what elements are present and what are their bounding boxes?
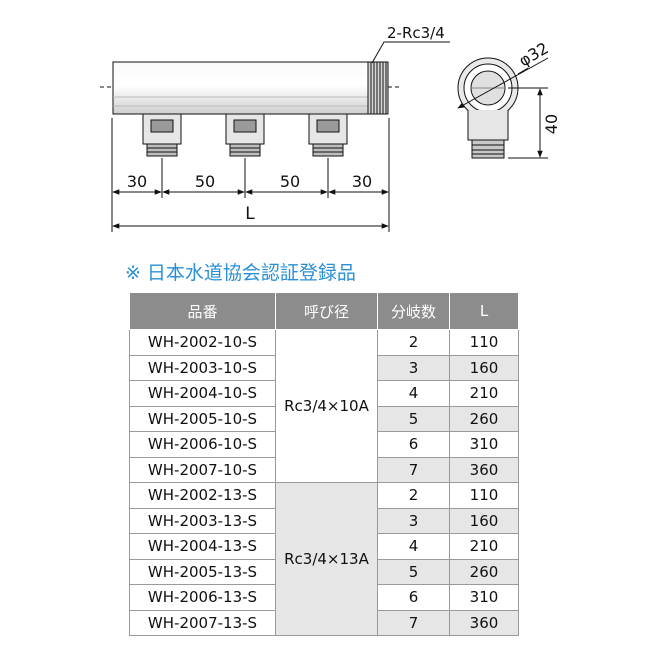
branch-count: 4 xyxy=(377,533,450,560)
length-value: 210 xyxy=(449,533,519,560)
part-number: WH-2003-10-S xyxy=(129,354,276,381)
table-row: WH-2006-13-S 6 310 xyxy=(129,584,519,611)
length-value: 110 xyxy=(449,482,519,509)
length-value: 160 xyxy=(449,354,519,381)
dim-label-1: 30 xyxy=(127,172,147,191)
part-number: WH-2006-13-S xyxy=(129,584,276,611)
table-row: WH-2004-10-S 4 210 xyxy=(129,380,519,407)
table-header-row: 品番 呼び径 分岐数 L xyxy=(129,292,519,330)
part-number: WH-2007-13-S xyxy=(129,609,276,636)
part-number: WH-2004-13-S xyxy=(129,533,276,560)
length-value: 360 xyxy=(449,609,519,636)
part-number: WH-2004-10-S xyxy=(129,380,276,407)
length-value: 310 xyxy=(449,431,519,458)
table-row: WH-2005-10-S 5 260 xyxy=(129,405,519,432)
nominal-size: Rc3/4×10A xyxy=(275,329,378,483)
header-pipe xyxy=(112,61,389,115)
branch-count: 2 xyxy=(377,329,450,356)
branch-count: 7 xyxy=(377,609,450,636)
part-number: WH-2003-13-S xyxy=(129,507,276,534)
header-branch-count: 分岐数 xyxy=(377,292,450,330)
table-row: WH-2006-10-S 6 310 xyxy=(129,431,519,458)
branch-count: 5 xyxy=(377,558,450,585)
length-value: 310 xyxy=(449,584,519,611)
table-row: WH-2003-13-S 3 160 xyxy=(129,507,519,534)
header-length: L xyxy=(449,292,519,330)
part-number: WH-2007-10-S xyxy=(129,456,276,483)
part-number: WH-2002-10-S xyxy=(129,329,276,356)
branch-count: 5 xyxy=(377,405,450,432)
branch-count: 6 xyxy=(377,431,450,458)
length-value: 260 xyxy=(449,558,519,585)
table-row: WH-2005-13-S 5 260 xyxy=(129,558,519,585)
dim-label-4: 30 xyxy=(352,172,372,191)
height-label: 40 xyxy=(542,114,561,134)
length-value: 210 xyxy=(449,380,519,407)
technical-drawing: 30 50 50 30 L 2-Rc3/4 φ32 40 xyxy=(100,24,561,232)
header-nominal-size: 呼び径 xyxy=(275,292,378,330)
note-mark: ※ xyxy=(125,262,141,284)
branch-count: 3 xyxy=(377,354,450,381)
header-part-number: 品番 xyxy=(129,292,276,330)
length-label: L xyxy=(245,204,255,224)
branch-count: 3 xyxy=(377,507,450,534)
certification-note: ※日本水道協会認証登録品 xyxy=(125,258,356,285)
length-value: 160 xyxy=(449,507,519,534)
dim-label-3: 50 xyxy=(280,172,300,191)
table-row: WH-2002-10-S Rc3/4×10A 2 110 xyxy=(129,329,519,483)
thread-note: 2-Rc3/4 xyxy=(387,24,445,42)
part-number: WH-2005-13-S xyxy=(129,558,276,585)
length-value: 110 xyxy=(449,329,519,356)
length-value: 360 xyxy=(449,456,519,483)
part-number: WH-2002-13-S xyxy=(129,482,276,509)
branch-outlet-2 xyxy=(225,113,265,157)
table-row: WH-2002-13-S Rc3/4×13A 2 110 xyxy=(129,482,519,636)
branch-outlet-1 xyxy=(142,113,182,157)
table-row: WH-2003-10-S 3 160 xyxy=(129,354,519,381)
part-number: WH-2005-10-S xyxy=(129,405,276,432)
branch-count: 4 xyxy=(377,380,450,407)
side-view xyxy=(457,57,549,159)
group-10a: WH-2002-10-S Rc3/4×10A 2 110 WH-2003-10-… xyxy=(129,329,519,483)
note-text: 日本水道協会認証登録品 xyxy=(146,262,356,284)
part-number: WH-2006-10-S xyxy=(129,431,276,458)
spec-table: 品番 呼び径 分岐数 L WH-2002-10-S Rc3/4×10A 2 11… xyxy=(129,292,519,636)
length-value: 260 xyxy=(449,405,519,432)
dim-label-2: 50 xyxy=(195,172,215,191)
table-row: WH-2007-10-S 7 360 xyxy=(129,456,519,483)
table-row: WH-2007-13-S 7 360 xyxy=(129,609,519,636)
branch-count: 6 xyxy=(377,584,450,611)
nominal-size: Rc3/4×13A xyxy=(275,482,378,636)
front-view xyxy=(100,41,450,232)
branch-outlet-3 xyxy=(308,113,348,157)
branch-count: 7 xyxy=(377,456,450,483)
branch-count: 2 xyxy=(377,482,450,509)
group-13a: WH-2002-13-S Rc3/4×13A 2 110 WH-2003-13-… xyxy=(129,482,519,636)
